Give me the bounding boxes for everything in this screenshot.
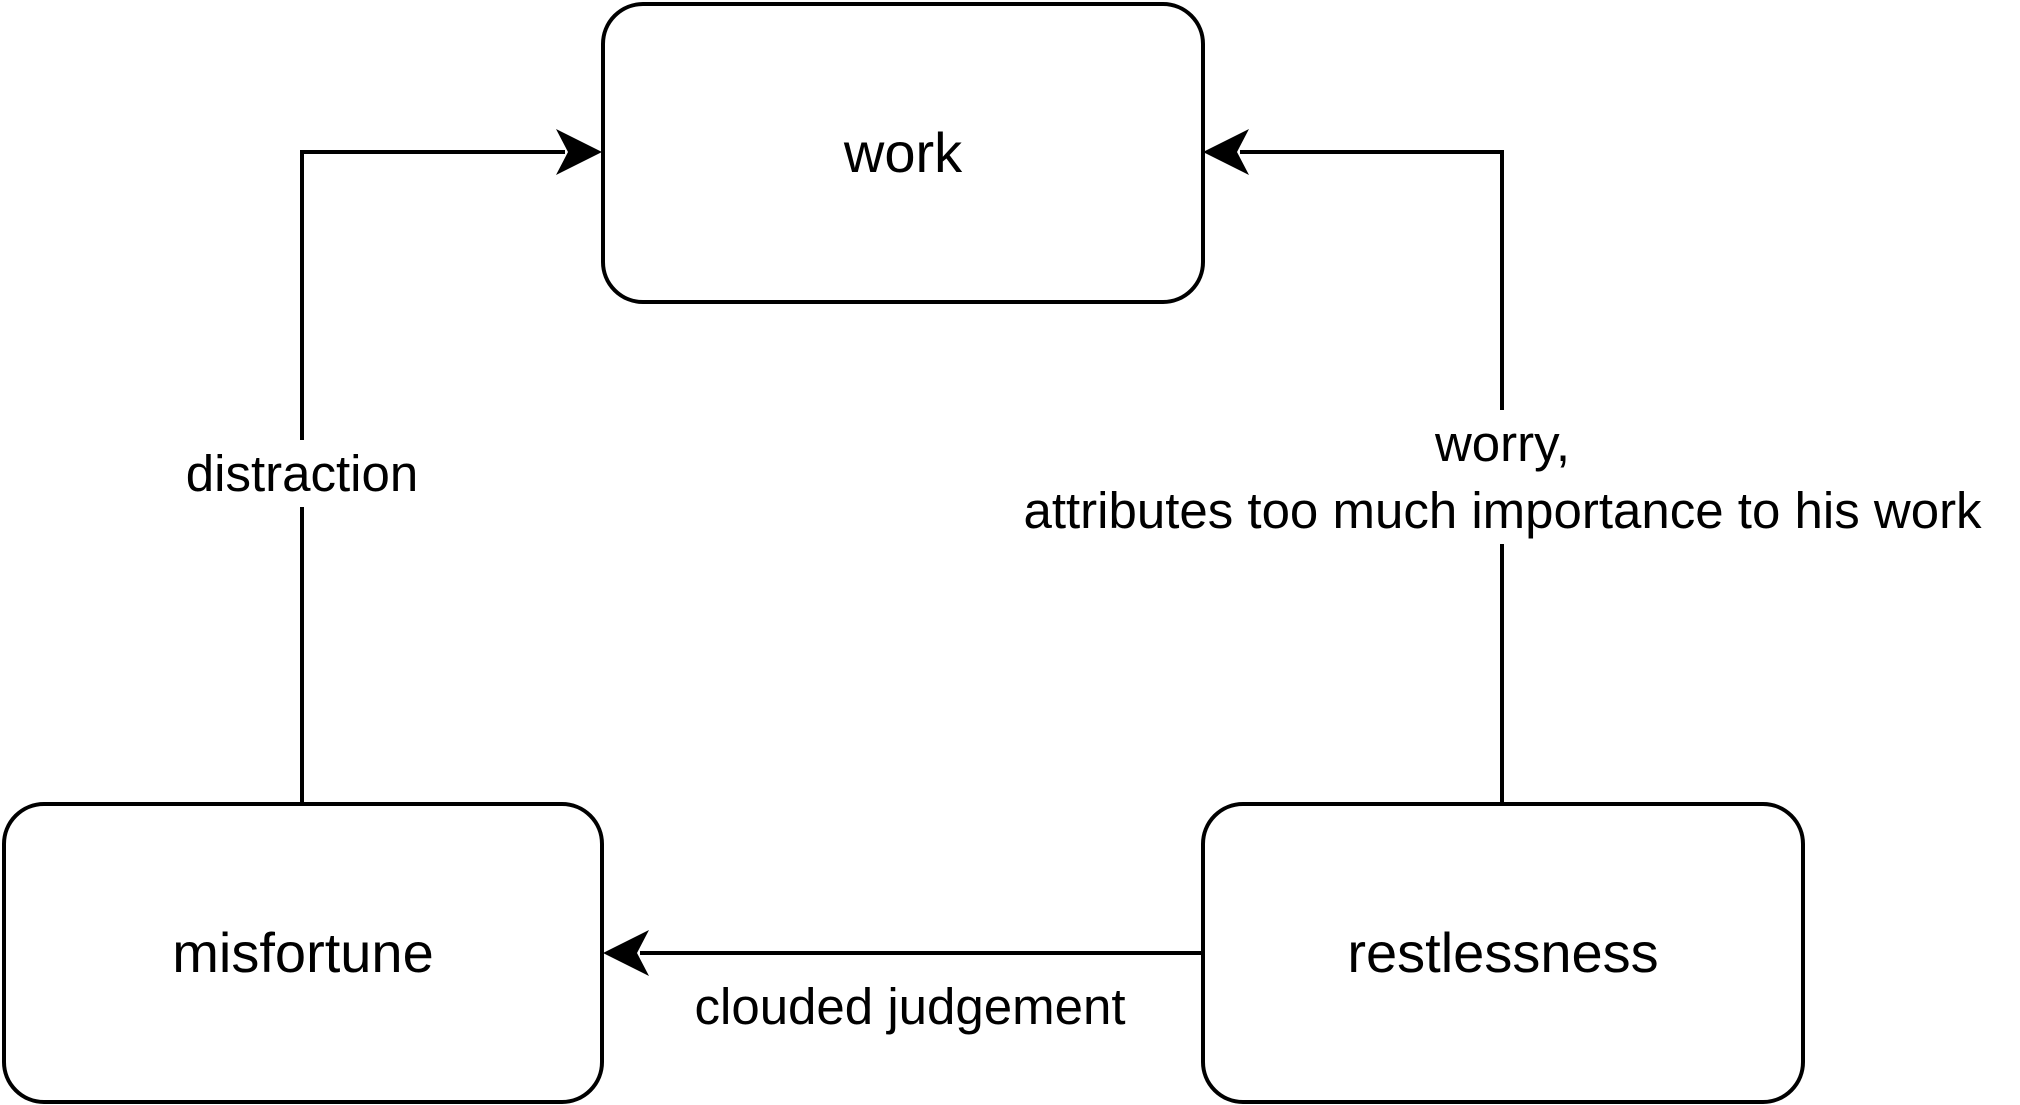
node-restlessness: restlessness bbox=[1201, 802, 1805, 1104]
edge-worry-line bbox=[1240, 150, 1504, 803]
edge-distraction-line bbox=[300, 150, 565, 803]
arrowhead-to-work-right bbox=[1203, 129, 1249, 175]
node-work-label: work bbox=[843, 121, 963, 184]
edge-label-distraction: distraction bbox=[162, 440, 442, 507]
node-restlessness-label: restlessness bbox=[1347, 921, 1659, 984]
arrowhead-to-misfortune bbox=[603, 930, 649, 976]
node-misfortune: misfortune bbox=[2, 802, 604, 1104]
node-misfortune-label: misfortune bbox=[172, 921, 434, 984]
arrowhead-to-work-left bbox=[556, 129, 602, 175]
edge-label-worry: worry, attributes too much importance to… bbox=[985, 410, 2020, 544]
edge-label-clouded-judgement: clouded judgement bbox=[660, 973, 1160, 1040]
edge-label-worry-line2: attributes too much importance to his wo… bbox=[1023, 482, 1982, 539]
node-work: work bbox=[601, 2, 1205, 304]
edge-label-worry-line1: worry, bbox=[1434, 415, 1571, 472]
